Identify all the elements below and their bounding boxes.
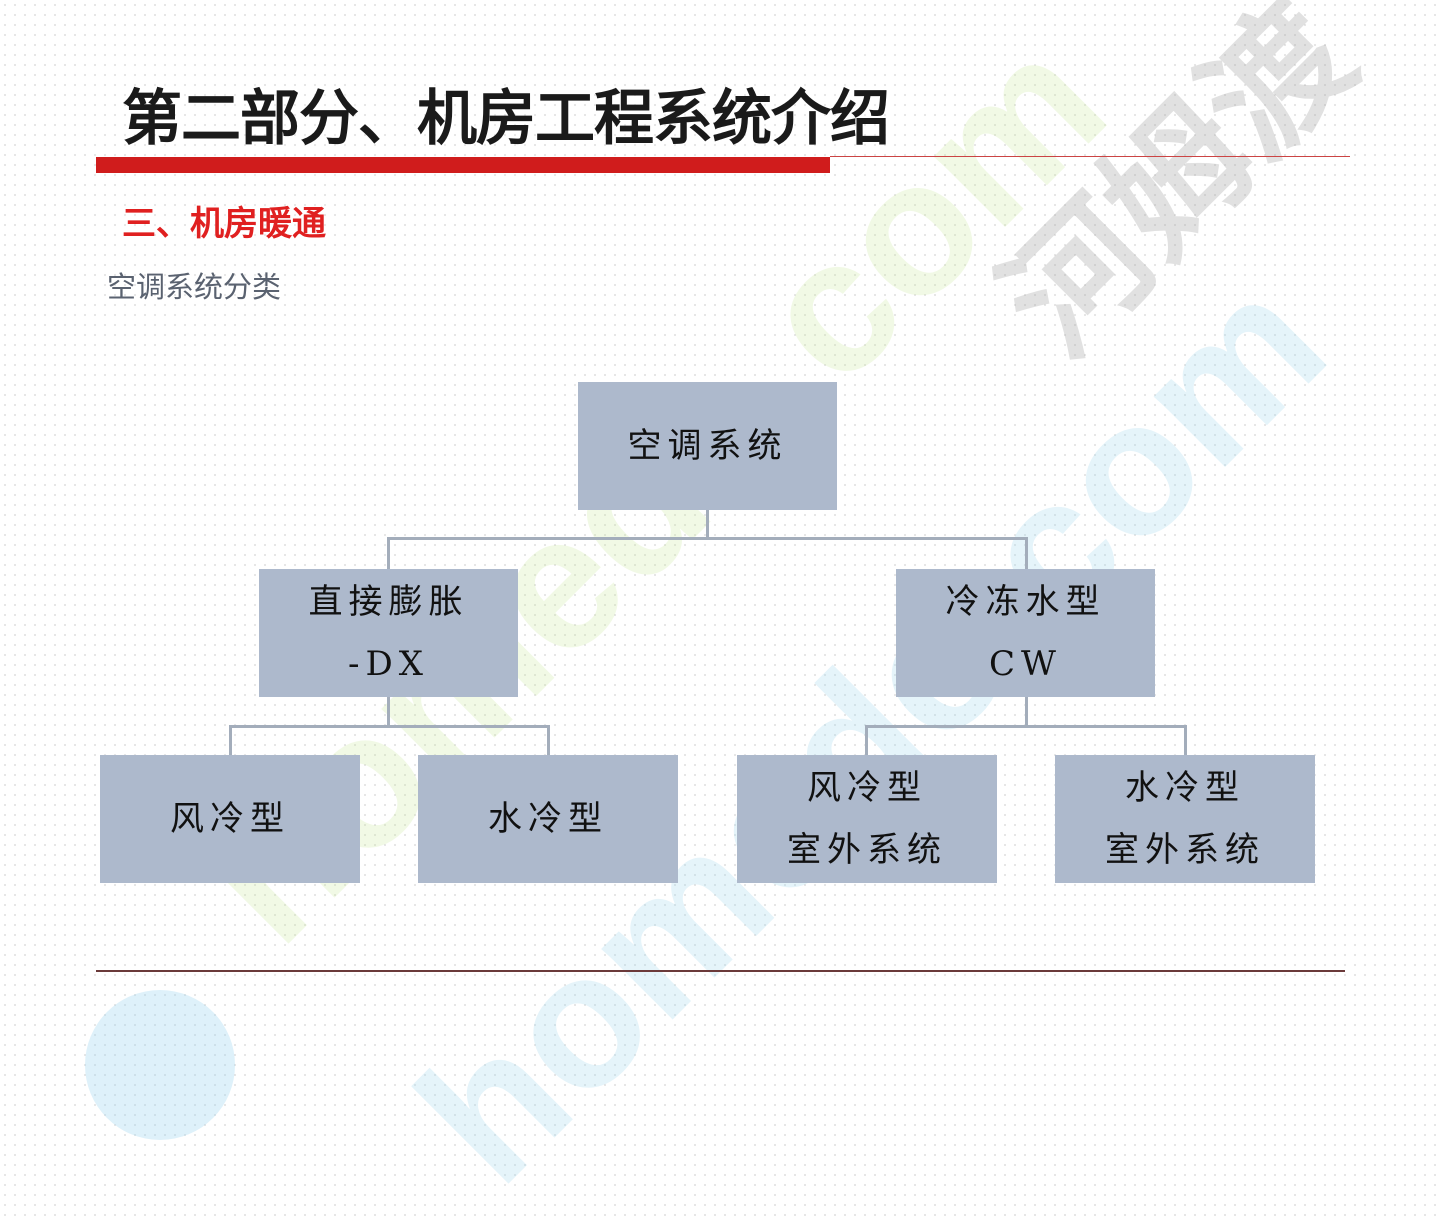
title-divider xyxy=(830,156,1350,157)
node-label: 空调系统 xyxy=(627,426,788,466)
node-label: 冷冻水型 xyxy=(945,582,1106,622)
node-label: 水冷型 xyxy=(488,799,608,839)
connector xyxy=(1184,725,1187,755)
node-ac-system: 空调系统 xyxy=(578,382,837,510)
connector xyxy=(865,725,868,755)
node-label: 水冷型 xyxy=(1125,768,1245,808)
watermark-logo-text: 河姆渡 xyxy=(974,0,1383,384)
connector xyxy=(387,537,390,569)
node-cw: 冷冻水型 CW xyxy=(896,569,1155,697)
connector xyxy=(1025,697,1028,727)
page-title: 第二部分、机房工程系统介绍 xyxy=(122,84,890,154)
connector xyxy=(706,510,709,539)
node-dx: 直接膨胀 -DX xyxy=(259,569,518,697)
connector xyxy=(1025,537,1028,569)
node-label: 风冷型 xyxy=(170,799,290,839)
node-cw-air-cooled: 风冷型室外系统 xyxy=(737,755,997,883)
node-label: 室外系统 xyxy=(1105,830,1265,870)
watermark-flower-icon xyxy=(85,990,235,1140)
connector xyxy=(547,725,550,755)
node-label: 风冷型 xyxy=(807,768,927,808)
connector xyxy=(229,725,550,728)
connector xyxy=(387,697,390,727)
node-cw-water-cooled: 水冷型室外系统 xyxy=(1055,755,1315,883)
connector xyxy=(387,537,1028,540)
node-dx-air-cooled: 风冷型 xyxy=(100,755,360,883)
section-heading: 三、机房暖通 xyxy=(122,204,326,244)
subheading: 空调系统分类 xyxy=(107,270,282,304)
title-accent-bar xyxy=(96,157,830,173)
watermark-text: homedo.com xyxy=(378,236,1365,1222)
node-label: 直接膨胀 xyxy=(308,582,469,622)
node-label: -DX xyxy=(348,644,429,684)
connector xyxy=(229,725,232,755)
node-dx-water-cooled: 水冷型 xyxy=(418,755,678,883)
connector xyxy=(865,725,1187,728)
footer-divider xyxy=(96,970,1345,972)
node-label: 室外系统 xyxy=(787,830,947,870)
node-label: CW xyxy=(989,644,1062,684)
